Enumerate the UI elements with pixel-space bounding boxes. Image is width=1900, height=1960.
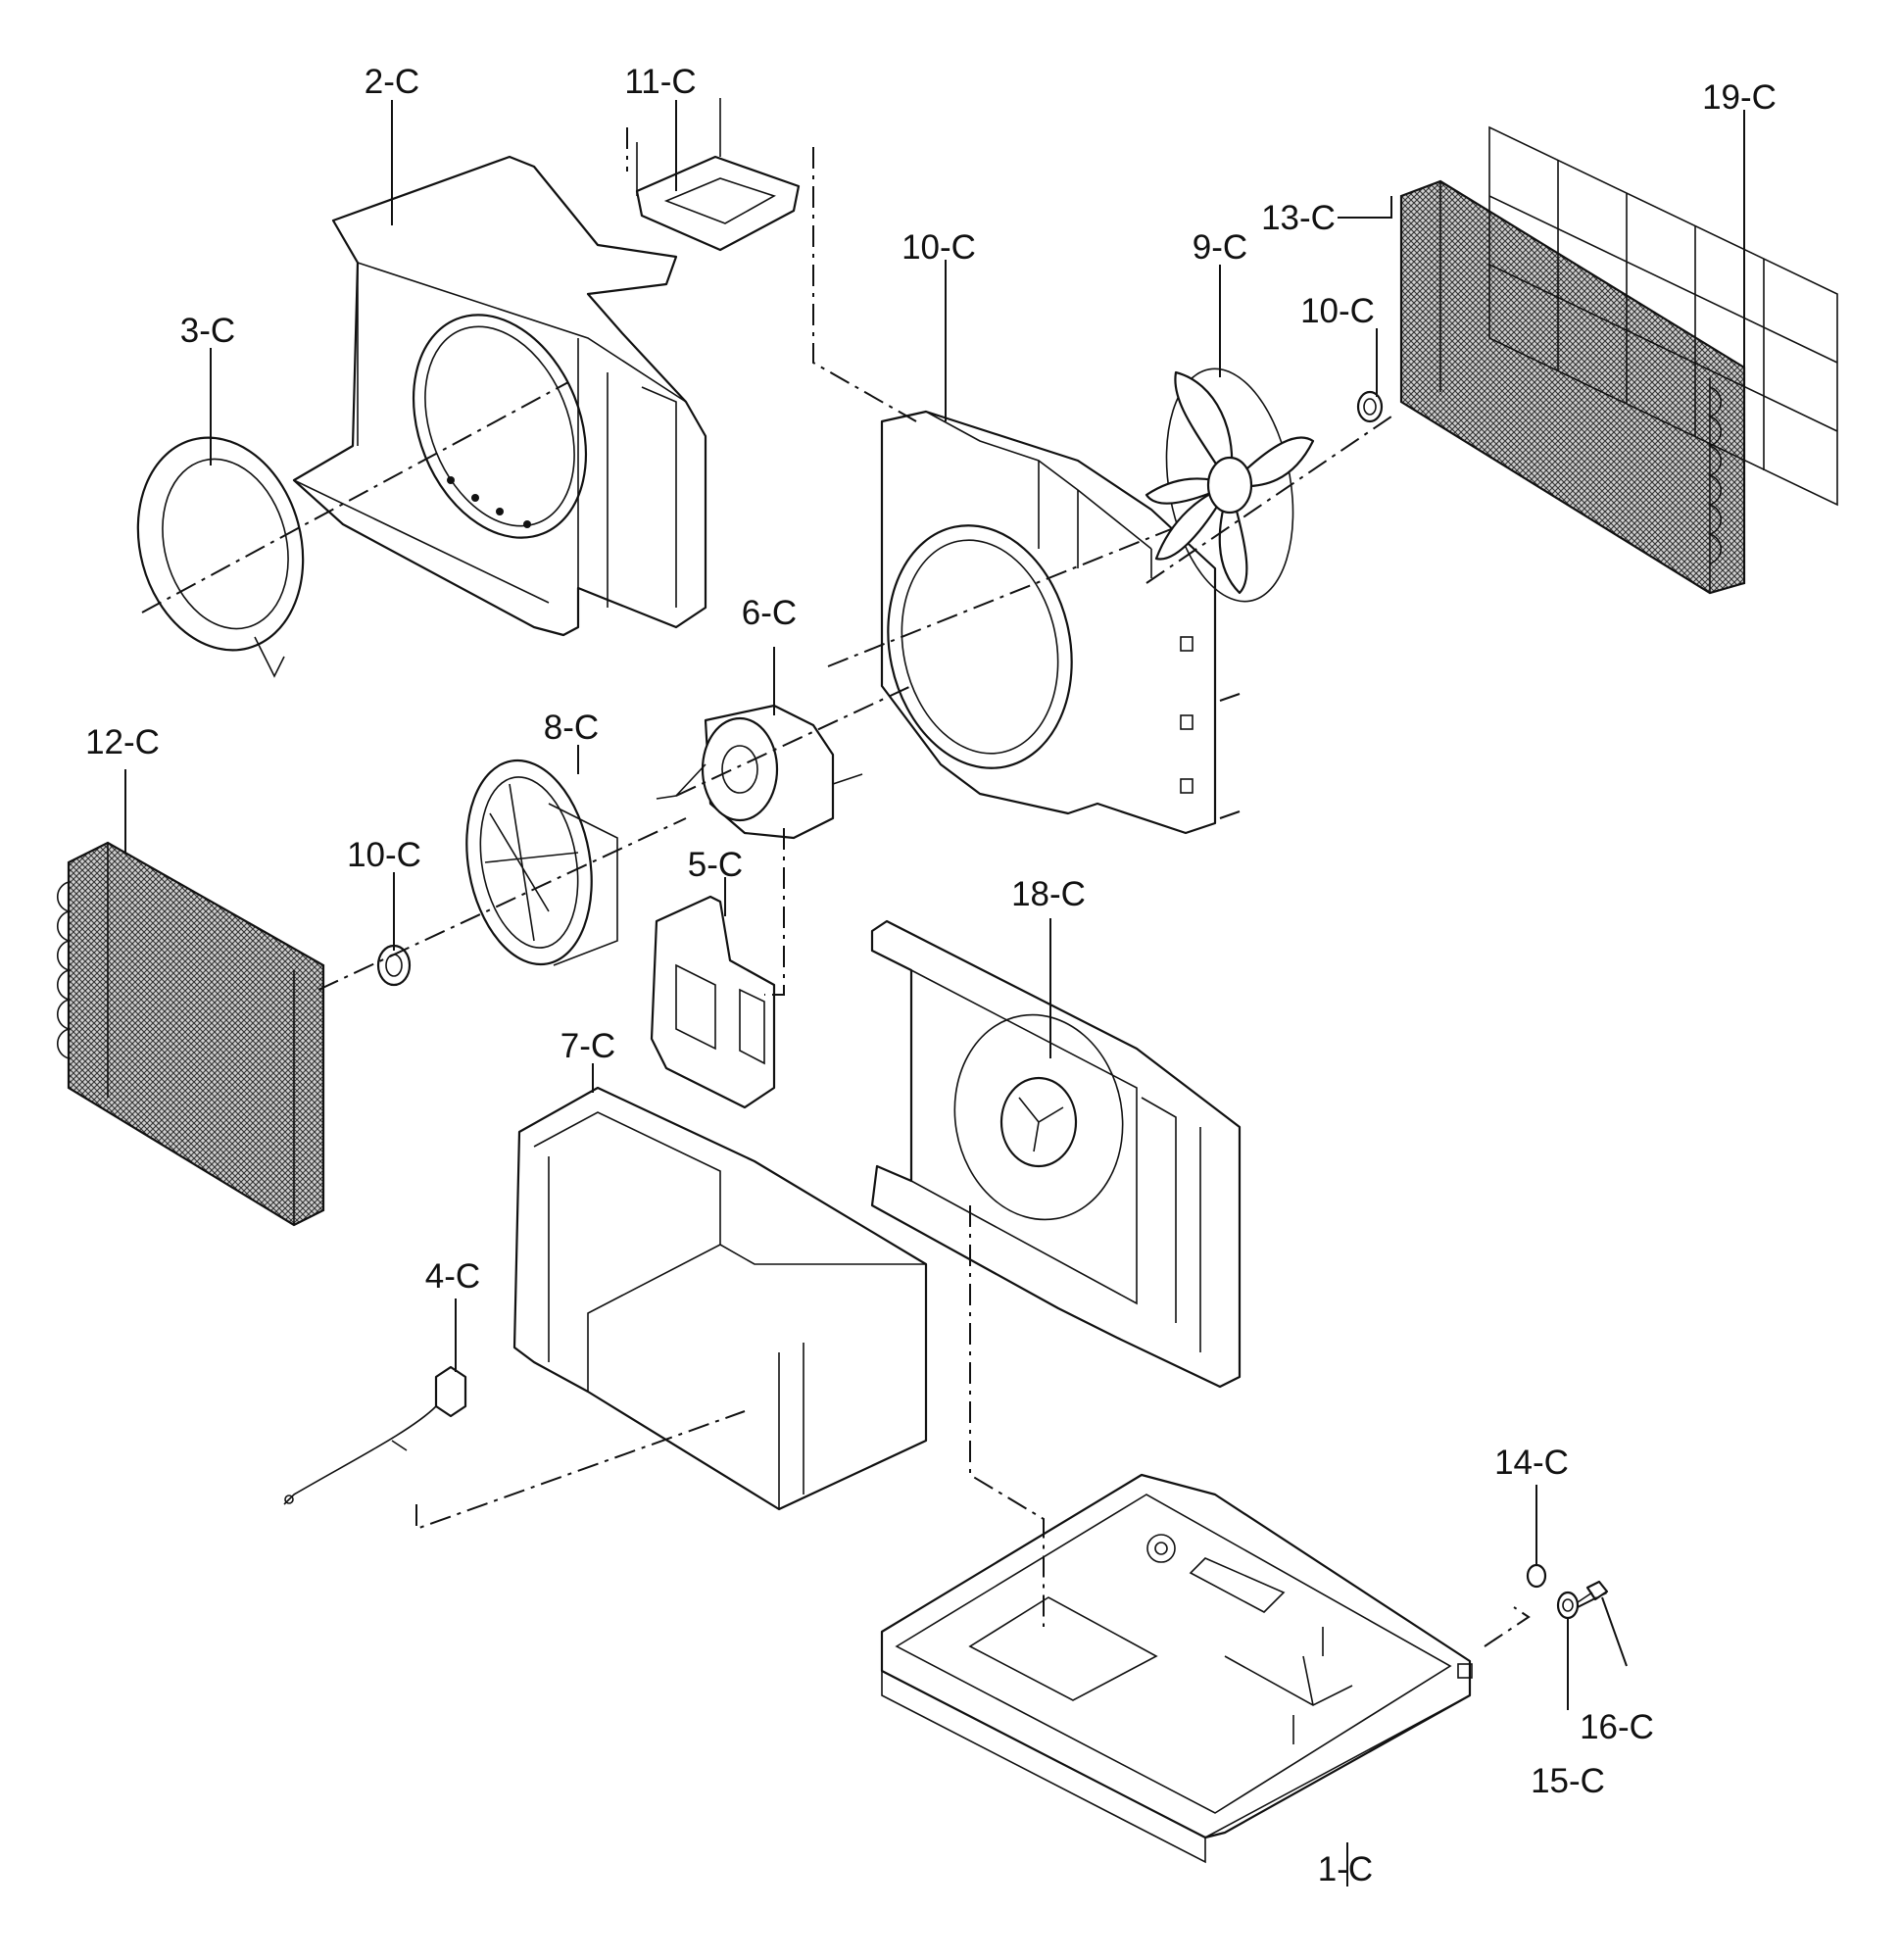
part-2c-shroud <box>292 155 707 637</box>
part-10c-clip-upper <box>1356 390 1384 423</box>
label-12c: 11-C <box>624 63 697 101</box>
part-10c-clip-lower <box>376 944 412 987</box>
label-14c: 13-C <box>1261 199 1336 237</box>
part-7c-cover <box>512 1086 928 1511</box>
assembly-lines <box>141 127 1608 1647</box>
part-1c-base-pan <box>880 1473 1473 1864</box>
part-19c-filter <box>1488 125 1838 507</box>
label-16c: 15-C <box>1531 1762 1605 1800</box>
label-10c-lower: 10-C <box>347 836 421 874</box>
part-9c-fan <box>1145 368 1315 603</box>
part-4c-sensor <box>283 1365 467 1505</box>
label-18c: 18-C <box>1011 875 1086 913</box>
label-6c: 6-C <box>741 594 798 632</box>
label-7c: 7-C <box>560 1027 616 1065</box>
part-12c-bracket <box>635 98 801 252</box>
label-2c: 2-C <box>364 63 420 101</box>
part-5c-bracket <box>650 895 776 1109</box>
part-17c-screw <box>1577 1580 1609 1603</box>
part-6c-motor <box>656 704 863 840</box>
label-1c: 1-C <box>1317 1850 1374 1888</box>
leader-lines <box>124 100 1745 1886</box>
label-4c: 4-C <box>424 1257 481 1296</box>
part-15c-nut <box>1526 1563 1547 1589</box>
label-5c: 5-C <box>687 846 744 884</box>
part-14c-evaporator <box>1399 179 1746 595</box>
label-13c: 12-C <box>85 723 160 761</box>
part-3c-ring <box>136 436 305 678</box>
part-16c-washer <box>1556 1591 1580 1620</box>
part-18c-partition <box>870 919 1242 1389</box>
part-8c-blower-wheel <box>465 759 618 966</box>
label-11c: 10-C <box>901 228 976 267</box>
label-17c: 16-C <box>1580 1708 1654 1746</box>
label-9c: 9-C <box>1192 228 1248 267</box>
label-19c: 19-C <box>1702 78 1777 117</box>
label-10c-upper: 10-C <box>1300 292 1375 330</box>
label-8c: 8-C <box>543 709 600 747</box>
part-11c-housing <box>880 410 1217 835</box>
label-15c: 14-C <box>1494 1444 1569 1482</box>
part-13c-condenser <box>56 841 325 1227</box>
label-3c: 3-C <box>179 312 236 350</box>
